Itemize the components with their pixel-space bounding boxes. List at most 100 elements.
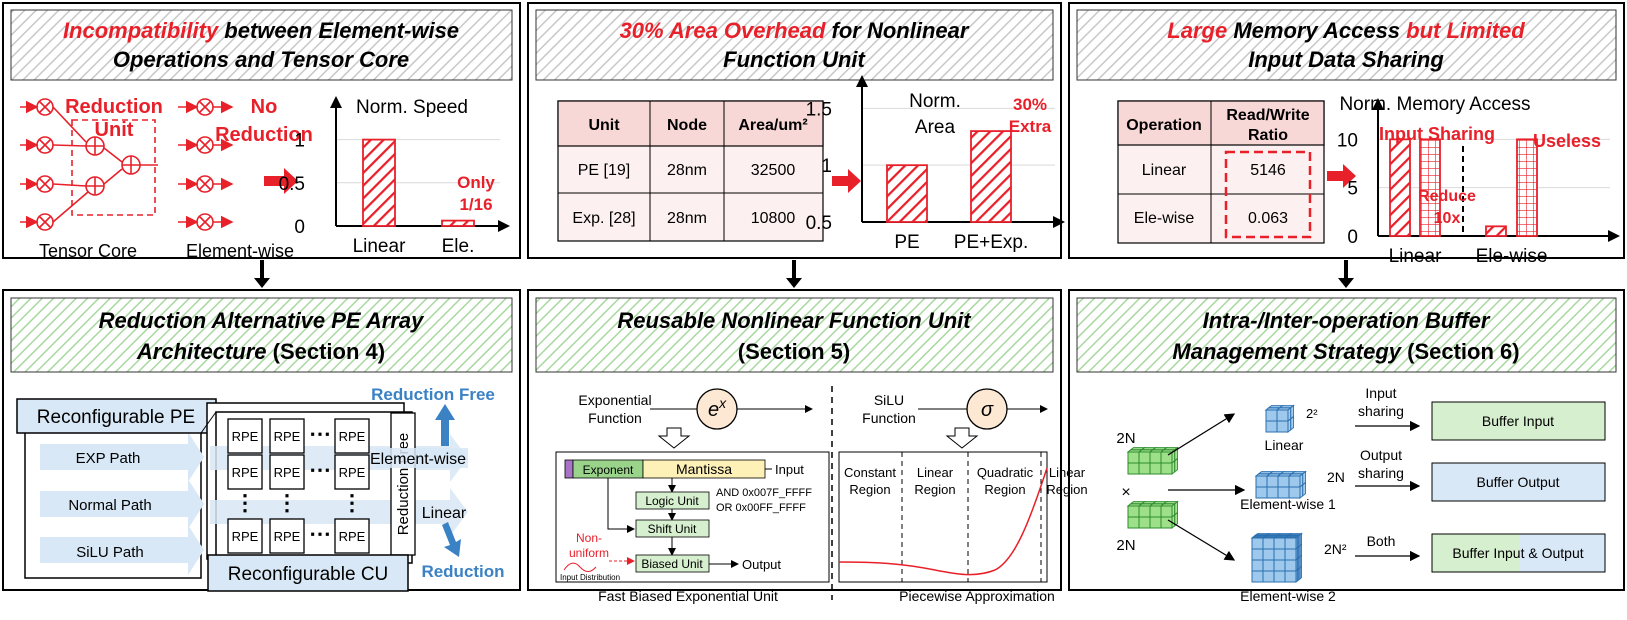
- element-wise-label: Element-wise: [370, 451, 466, 468]
- hdots-1: ⋯: [309, 421, 331, 446]
- panel-pe-array: Reduction Alternative PE Array Architect…: [10, 297, 513, 592]
- normal-path-label: Normal Path: [68, 497, 151, 514]
- cube-cell: [1149, 516, 1162, 529]
- th-node: Node: [667, 117, 707, 134]
- cube-cell: [1160, 505, 1173, 518]
- rpe-6: RPE: [339, 465, 366, 480]
- cube-cell: [1149, 462, 1162, 475]
- memory-chart-title: Norm. Memory Access: [1339, 94, 1530, 115]
- p1-title-rest: between Element-wise: [218, 18, 459, 43]
- cube-cell: [1138, 516, 1151, 529]
- cube-cell: [1262, 570, 1275, 583]
- region-linear-l1: Linear: [917, 465, 954, 480]
- td-linear-ratio: 5146: [1250, 162, 1286, 179]
- cube-cell: [1174, 511, 1178, 527]
- cube-cell: [1251, 537, 1264, 550]
- red-arrow: [264, 168, 298, 194]
- rpe-1: RPE: [232, 429, 259, 444]
- ew1-output-cube: [1254, 470, 1307, 500]
- x-tick-label: Ele.: [442, 236, 475, 257]
- sigma-symbol: σ: [981, 399, 994, 421]
- p3-title-red-2: but Limited: [1406, 18, 1525, 43]
- cube-cell: [1149, 505, 1162, 518]
- x-tick-label: Linear: [1389, 246, 1442, 267]
- exp-function-l2: Function: [588, 410, 642, 426]
- bar: [970, 130, 1012, 223]
- x-axis-arrowhead: [1053, 216, 1065, 228]
- cube-cell: [1251, 570, 1264, 583]
- p4-title-section: (Section 4): [267, 339, 386, 364]
- vdots-2: ⋮: [276, 490, 298, 515]
- cube-cell: [1299, 554, 1302, 569]
- logic-unit-label: Logic Unit: [645, 494, 699, 508]
- input-sharing-l1: Input: [1365, 385, 1396, 401]
- exp-path-label: EXP Path: [76, 450, 141, 467]
- panel-incompatibility: Incompatibility between Element-wise Ope…: [10, 9, 513, 261]
- buffer-both-box: [1431, 533, 1606, 573]
- bar: [1516, 138, 1538, 237]
- red-arrow: [832, 169, 861, 193]
- cube-cell: [1127, 516, 1140, 529]
- cube-cell: [1255, 475, 1268, 488]
- two-n-label: 2N: [1327, 469, 1345, 485]
- rpe-2: RPE: [274, 429, 301, 444]
- svg-text:Architecture (Section 4): Architecture (Section 4): [136, 339, 385, 364]
- reduction-free-label: Reduction Free: [371, 385, 495, 404]
- x-axis-arrowhead: [498, 220, 510, 232]
- times-symbol: ×: [1121, 484, 1130, 501]
- or-mask-text: OR 0x00FF_FFFF: [716, 502, 806, 514]
- th-operation: Operation: [1126, 117, 1202, 134]
- p5-title-line2: (Section 5): [738, 339, 850, 364]
- region-linear2-l2: Region: [1046, 482, 1087, 497]
- reduce-l1: Reduce: [1418, 188, 1476, 205]
- cube-cell: [1273, 559, 1286, 572]
- rpe-7: RPE: [232, 529, 259, 544]
- two-squared-label: 2²: [1306, 406, 1318, 421]
- p5-title-line1: Reusable Nonlinear Function Unit: [617, 308, 972, 333]
- svg-text:Incompatibility between Elemen: Incompatibility between Element-wise: [63, 18, 459, 43]
- panel-nonlinear-unit: Reusable Nonlinear Function Unit (Sectio…: [535, 297, 1088, 604]
- memory-table: Operation Read/Write Ratio Linear 5146 E…: [1117, 100, 1325, 244]
- rpe-5: RPE: [274, 465, 301, 480]
- td-exp-node: 28nm: [667, 210, 707, 227]
- cube-drawings: [1126, 404, 1307, 584]
- cube-cell: [1138, 451, 1151, 464]
- input-distribution-label: Input Distribution: [560, 573, 620, 582]
- only-l1: Only: [457, 173, 495, 192]
- x-axis-arrowhead: [1608, 230, 1620, 242]
- region-constant-l1: Constant: [844, 465, 896, 480]
- reduction-label: Reduction: [421, 562, 504, 581]
- element-wise-label: Element-wise: [186, 241, 294, 261]
- hollow-down-arrow-icon: [657, 427, 691, 449]
- th-area: Area/um²: [738, 117, 807, 134]
- td-elewise-ratio: 0.063: [1248, 210, 1288, 227]
- cube-cell: [1265, 420, 1278, 433]
- two-n-sq-label: 2N²: [1324, 541, 1347, 557]
- region-constant-l2: Region: [849, 482, 890, 497]
- input-label: Input: [775, 462, 804, 477]
- tensor-core-label: Tensor Core: [39, 241, 137, 261]
- y-tick-label: 10: [1337, 130, 1358, 151]
- svg-text:30% Area Overhead for Nonlinea: 30% Area Overhead for Nonlinear: [620, 18, 970, 43]
- non-uniform-l2: uniform: [569, 546, 609, 560]
- cube-cell: [1266, 475, 1279, 488]
- exp-base: e: [708, 399, 719, 421]
- p3-title-mid: Memory Access: [1227, 18, 1406, 43]
- fast-exp-caption: Fast Biased Exponential Unit: [598, 588, 778, 604]
- y-tick-label: 1: [821, 156, 832, 177]
- ew2-output-cube: [1250, 532, 1303, 584]
- cube-cell: [1251, 559, 1264, 572]
- cube-cell: [1284, 537, 1297, 550]
- both-label: Both: [1367, 533, 1396, 549]
- silu-path-label: SiLU Path: [76, 544, 144, 561]
- reconfigurable-pe-label: Reconfigurable PE: [37, 407, 195, 428]
- exp-function-l1: Exponential: [578, 392, 651, 408]
- red-arrow: [1327, 164, 1356, 188]
- reconfigurable-cu-label: Reconfigurable CU: [228, 564, 389, 585]
- region-linear-l2: Region: [914, 482, 955, 497]
- x-tick-label: PE: [894, 232, 919, 253]
- hdots-2: ⋯: [309, 457, 331, 482]
- svg-text:Large Memory Access but Limite: Large Memory Access but Limited: [1167, 18, 1525, 43]
- up-arrow-icon: [435, 404, 455, 446]
